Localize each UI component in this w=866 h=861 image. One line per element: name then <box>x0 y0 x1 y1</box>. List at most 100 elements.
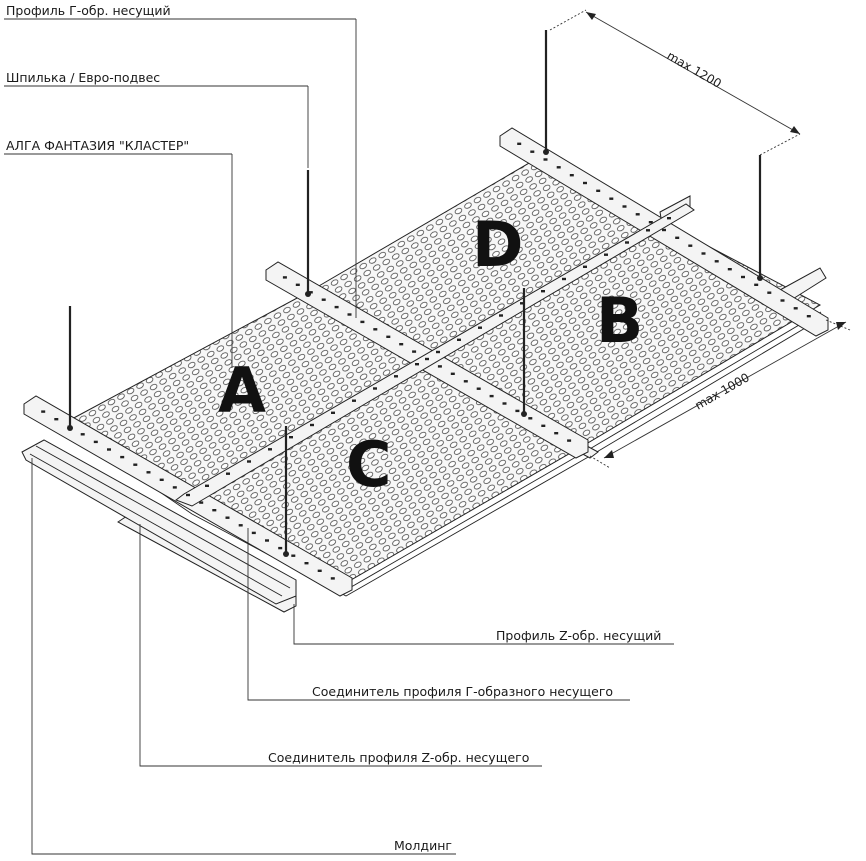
profile-slot <box>247 460 251 463</box>
profile-slot <box>399 343 404 346</box>
profile-slot <box>622 205 627 208</box>
profile-slot <box>754 283 759 286</box>
profile-slot <box>41 410 46 413</box>
callout-rod: Шпилька / Евро-подвес <box>6 70 160 85</box>
profile-slot <box>360 320 365 324</box>
profile-slot <box>457 338 461 341</box>
profile-slot <box>541 290 545 293</box>
profile-slot <box>107 448 111 451</box>
profile-slot <box>331 411 335 414</box>
profile-slot <box>463 380 468 383</box>
profile-slot <box>609 197 614 200</box>
profile-slot <box>489 394 494 398</box>
profile-slot <box>265 539 269 542</box>
hanger-rods <box>67 30 763 557</box>
panel-letter-d: D <box>472 208 523 281</box>
panel-letter-c: C <box>346 428 392 501</box>
profile-slot <box>291 554 296 557</box>
profile-slot <box>310 423 314 427</box>
profile-slot <box>741 275 745 279</box>
callouts-bottom: Профиль Z-обр. несущий Соединитель профи… <box>31 458 674 855</box>
profile-slot <box>793 307 798 310</box>
profile-slot <box>80 433 85 436</box>
profile-slot <box>308 291 313 294</box>
profile-slot <box>373 328 378 331</box>
profile-slot <box>225 516 230 519</box>
callout-z-profile: Профиль Z-обр. несущий <box>496 628 661 643</box>
profile-slot <box>425 357 429 361</box>
g-profile-back <box>499 127 829 337</box>
profile-slot <box>205 484 209 487</box>
profile-slot <box>767 291 772 294</box>
panel-letter-b: B <box>596 284 643 357</box>
profile-slot <box>662 228 666 232</box>
profile-slot <box>635 213 640 216</box>
profile-slot <box>625 241 629 244</box>
profile-slot <box>520 302 524 305</box>
profile-slot <box>373 387 377 390</box>
profile-slot <box>530 150 535 153</box>
profile-slot <box>415 363 419 366</box>
panel-letters: A B C D <box>218 208 643 501</box>
profile-slot <box>120 455 125 459</box>
profile-slot <box>386 335 391 338</box>
profile-slot <box>567 439 572 442</box>
dimension-width-label: max 1200 <box>665 48 724 90</box>
profile-slot <box>476 387 481 390</box>
profile-slot <box>133 463 138 466</box>
profile-slot <box>478 326 482 329</box>
profile-slot <box>186 493 190 497</box>
profile-slot <box>394 375 398 378</box>
profile-slot <box>562 277 566 281</box>
callouts-top: Профиль Г-обр. несущий Шпилька / Евро-по… <box>4 3 357 368</box>
callout-g-profile: Профиль Г-обр. несущий <box>6 3 171 18</box>
profile-slot <box>54 418 59 421</box>
callout-molding: Молдинг <box>394 838 452 853</box>
profile-slot <box>317 569 322 572</box>
profile-slot <box>199 501 204 504</box>
profile-slot <box>515 409 520 413</box>
profile-slot <box>667 217 671 220</box>
profile-slot <box>172 486 177 489</box>
profile-slot <box>352 399 356 402</box>
dimension-width: max 1200 <box>549 9 801 156</box>
profile-slot <box>780 299 785 302</box>
profile-slot <box>583 181 587 185</box>
profile-slot <box>304 562 309 565</box>
profile-slot <box>517 142 522 145</box>
profile-slot <box>583 265 587 268</box>
profile-slot <box>688 244 693 247</box>
profile-slot <box>437 365 442 368</box>
profile-slot <box>278 546 283 550</box>
profile-slot <box>499 314 503 317</box>
profile-slot <box>528 417 533 420</box>
profile-slot <box>251 531 256 535</box>
profile-slot <box>436 350 440 354</box>
profile-slot <box>93 440 98 444</box>
profile-slot <box>541 424 546 427</box>
profile-slot <box>412 350 417 353</box>
profile-slot <box>212 509 217 512</box>
profile-slot <box>727 268 732 271</box>
g-profiles <box>23 127 829 597</box>
profile-slot <box>146 471 151 474</box>
callout-g-connector: Соединитель профиля Г-образного несущего <box>312 684 613 699</box>
profile-slot <box>556 166 561 169</box>
profile-slot <box>226 472 230 475</box>
profile-slot <box>289 436 293 439</box>
profile-slot <box>295 283 300 286</box>
profile-slot <box>604 253 608 256</box>
profile-slot <box>159 478 164 481</box>
profile-slot <box>321 298 326 301</box>
profile-slot <box>675 236 680 239</box>
profile-slot <box>334 305 339 309</box>
callout-z-connector: Соединитель профиля Z-обр. несущего <box>268 750 529 765</box>
profile-slot <box>330 577 335 580</box>
profile-slot <box>701 252 706 255</box>
molding-rail <box>21 439 297 605</box>
profile-slot <box>238 524 243 527</box>
profile-slot <box>714 260 719 263</box>
profile-slot <box>648 221 653 224</box>
profile-slot <box>347 313 352 316</box>
